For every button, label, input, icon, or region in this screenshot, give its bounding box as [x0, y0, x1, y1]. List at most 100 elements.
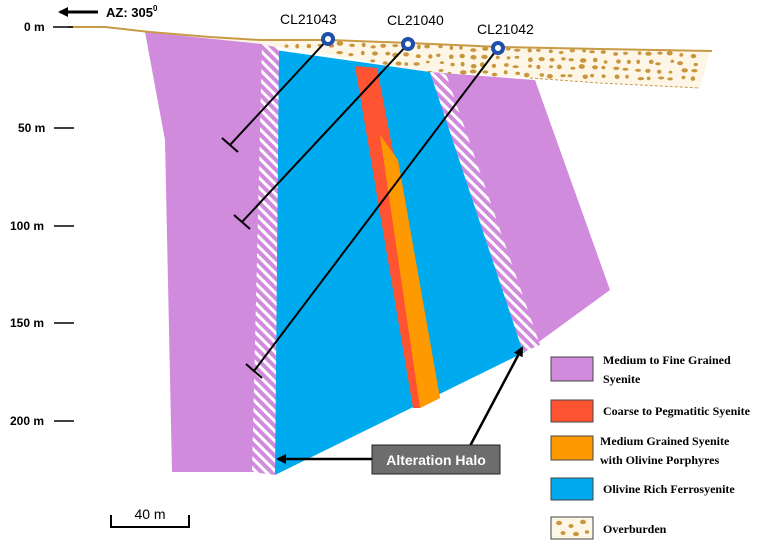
- legend-swatch-ferrosyenite: [550, 477, 594, 501]
- legend-label-overburden: Overburden: [603, 522, 667, 536]
- alteration-halo-callout: Alteration Halo: [276, 346, 524, 475]
- overburden-pebble: [459, 45, 463, 50]
- overburden-pebble: [392, 44, 399, 48]
- callout-label: Alteration Halo: [386, 452, 486, 468]
- overburden-pebble: [295, 43, 300, 49]
- overburden-pebble: [666, 50, 673, 56]
- overburden-pebble: [380, 43, 387, 48]
- overburden-pebble: [601, 74, 606, 78]
- overburden-pebble: [514, 55, 520, 59]
- overburden-pebble: [592, 65, 598, 70]
- overburden-pebble: [616, 59, 621, 64]
- overburden-pebble: [348, 53, 354, 57]
- overburden-pebble: [658, 76, 665, 80]
- overburden-pebble: [413, 62, 420, 66]
- azimuth-label: AZ: 305: [106, 5, 153, 20]
- overburden-pebble: [693, 62, 698, 67]
- scale-bar: 40 m: [110, 506, 190, 528]
- overburden-pebble: [603, 60, 608, 64]
- overburden-pebble: [528, 57, 533, 62]
- drill-label-cl21040: CL21040: [387, 12, 444, 28]
- depth-tick-label-200: 200 m: [10, 414, 44, 428]
- overburden-pebble: [691, 69, 698, 73]
- overburden-pebble: [404, 62, 409, 66]
- overburden-pebble: [470, 48, 477, 52]
- overburden-pebble: [667, 77, 673, 81]
- legend-label-pegmatitic: Coarse to Pegmatitic Syenite: [603, 404, 751, 418]
- overburden-pebble: [614, 74, 620, 80]
- overburden-pebble: [503, 70, 508, 75]
- drill-collar-cl21040[interactable]: [401, 37, 415, 51]
- syenite-body-left: [145, 32, 276, 472]
- overburden-pebble: [514, 48, 521, 52]
- overburden-pebble: [601, 65, 606, 70]
- svg-text:AZ: 3050: AZ: 3050: [106, 4, 158, 20]
- overburden-pebble: [306, 43, 312, 49]
- azimuth-degree: 0: [153, 4, 158, 13]
- overburden-pebble: [655, 62, 661, 66]
- overburden-layer: [210, 38, 710, 89]
- overburden-pebble: [556, 64, 562, 70]
- overburden-pebble: [439, 61, 445, 64]
- legend: Medium to Fine Grained Syenite Coarse to…: [550, 353, 751, 540]
- overburden-pebble: [646, 76, 651, 81]
- overburden-pebble: [623, 51, 628, 55]
- overburden-pebble: [385, 51, 391, 56]
- overburden-pebble: [539, 73, 545, 77]
- overburden-pebble: [679, 53, 684, 57]
- overburden-pebble: [677, 61, 683, 66]
- legend-swatch-syenite: [550, 356, 594, 382]
- overburden-pebble: [428, 54, 433, 59]
- overburden-pebble: [450, 62, 455, 67]
- overburden-pebble: [395, 61, 402, 66]
- overburden-pebble: [482, 46, 489, 51]
- overburden-pebble: [670, 59, 675, 63]
- overburden-pebble: [635, 68, 642, 72]
- overburden-pebble: [460, 61, 465, 67]
- legend-label-syenite-line2: Syenite: [603, 372, 641, 386]
- overburden-pebble: [625, 74, 629, 79]
- overburden-pebble: [425, 60, 430, 64]
- overburden-pebble: [570, 66, 576, 70]
- overburden-pebble: [637, 77, 645, 81]
- overburden-pebble: [681, 68, 688, 73]
- overburden-pebble: [690, 53, 697, 59]
- drill-collar-cl21042[interactable]: [491, 41, 505, 55]
- depth-tick-label-0: 0 m: [24, 20, 45, 34]
- overburden-pebble: [579, 58, 587, 63]
- overburden-pebble: [536, 48, 541, 52]
- drill-trace-cl21040-end: [233, 214, 251, 230]
- legend-label-porphyre-line2: with Olivine Porphyres: [600, 453, 719, 467]
- overburden-pebble: [527, 48, 532, 53]
- syenite-body-right: [430, 72, 610, 352]
- overburden-pebble: [460, 70, 467, 75]
- overburden-pebble: [336, 41, 344, 46]
- drill-collar-cl21043[interactable]: [321, 32, 335, 46]
- overburden-pebble: [645, 68, 651, 73]
- overburden-pebble: [645, 51, 652, 56]
- overburden-pebble: [648, 59, 654, 64]
- overburden-pebble: [470, 55, 477, 60]
- overburden-pebble: [690, 76, 696, 81]
- overburden-pebble: [560, 74, 566, 78]
- drill-trace-cl21042: [253, 47, 499, 372]
- overburden-pebble: [370, 59, 376, 63]
- overburden-pebble: [470, 63, 477, 69]
- overburden-pebble: [548, 49, 553, 53]
- overburden-pebble: [459, 53, 465, 59]
- drill-trace-cl21043-end: [221, 137, 239, 153]
- overburden-pebble: [546, 74, 553, 79]
- overburden-pebble: [417, 44, 421, 50]
- overburden-pebble: [524, 72, 530, 78]
- drill-trace-cl21040: [241, 43, 409, 223]
- overburden-pebble: [613, 66, 620, 71]
- overburden-pebble: [481, 54, 488, 60]
- depth-axis: 0 m 50 m 100 m 150 m 200 m: [10, 20, 74, 428]
- overburden-pebble: [438, 69, 444, 72]
- legend-label-porphyre-line1: Medium Grained Syenite: [600, 434, 730, 448]
- overburden-pebble: [582, 49, 586, 53]
- alteration-halo-right: [430, 72, 540, 352]
- overburden-pebble: [681, 75, 686, 80]
- overburden-pebble: [536, 64, 541, 70]
- overburden-pebble: [637, 51, 642, 55]
